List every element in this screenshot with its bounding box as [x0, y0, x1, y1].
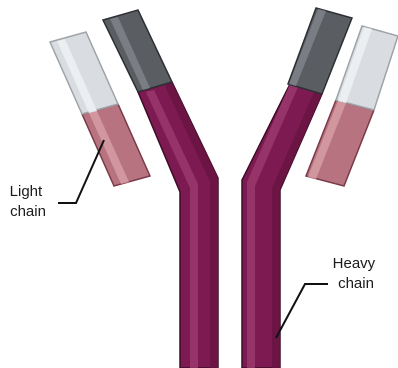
heavy-chain-label-line2: chain: [338, 275, 374, 292]
heavy-chain-leader-line: [276, 284, 328, 338]
heavy-chain-label-line1: Heavy: [333, 255, 376, 272]
light-chain-label: Light chain: [10, 183, 47, 220]
right-arm: [242, 8, 398, 368]
light-chain-label-line1: Light: [10, 183, 43, 200]
left-heavy-chain: [138, 82, 218, 368]
left-arm: [50, 10, 218, 368]
heavy-chain-label: Heavy chain: [333, 255, 380, 292]
light-chain-label-line2: chain: [10, 203, 46, 220]
